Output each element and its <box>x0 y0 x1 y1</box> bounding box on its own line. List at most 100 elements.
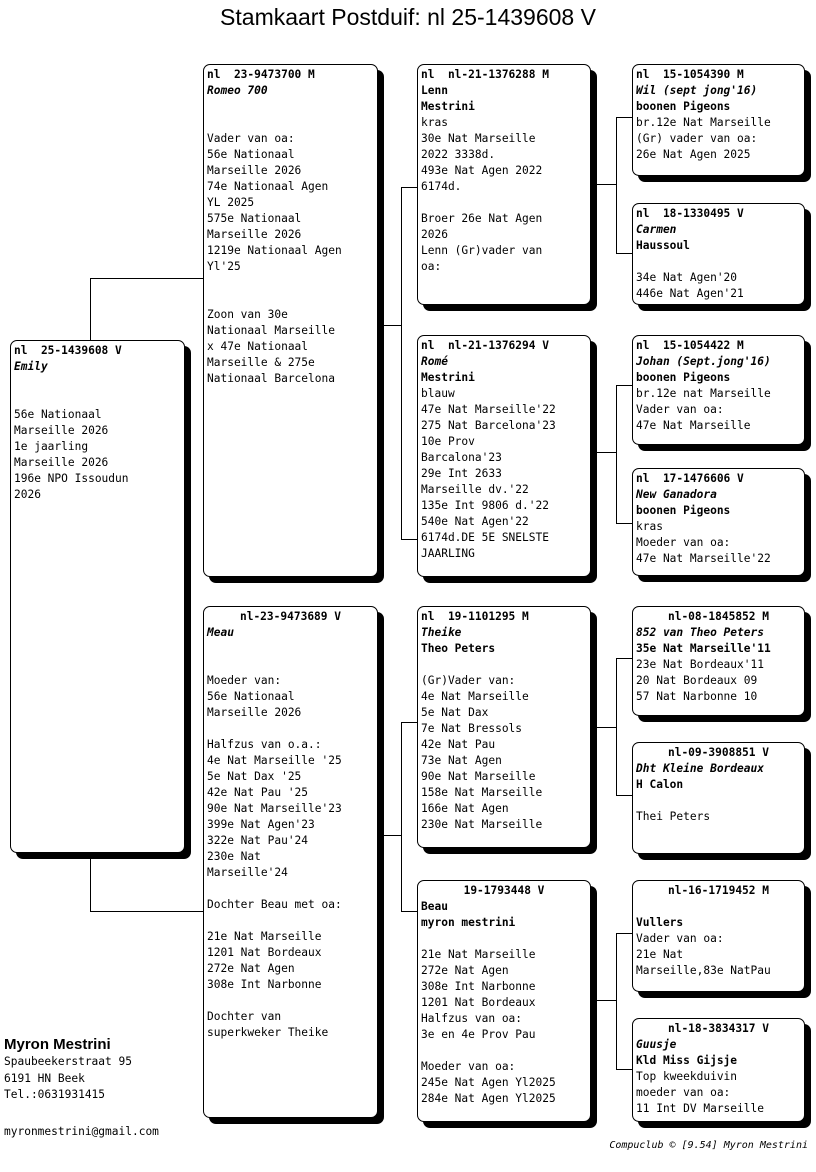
connector <box>616 117 617 253</box>
connector <box>90 278 203 279</box>
card-line: blauw <box>421 387 455 400</box>
connector <box>616 933 617 1069</box>
card-line <box>207 275 374 291</box>
card-line: Moeder van oa: <box>421 1060 516 1073</box>
card-line: Marseille & 275e <box>207 356 315 369</box>
ring-number: nl-08-1845852 M <box>667 610 770 623</box>
card-line: 540e Nat Agen'22 <box>421 515 529 528</box>
card-line <box>207 721 374 737</box>
card-line: 446e Nat Agen'21 <box>636 287 744 300</box>
breeder-email[interactable]: myronmestrini@gmail.com <box>4 1125 159 1138</box>
pigeon-name: Carmen <box>636 223 677 236</box>
card-line: Marseille'24 <box>207 866 288 879</box>
card-line: 26e Nat Agen 2025 <box>636 148 751 161</box>
card-line: 34e Nat Agen'20 <box>636 271 738 284</box>
connector <box>591 452 616 453</box>
card-line <box>207 115 374 131</box>
breeder-phone: Tel.:0631931415 <box>4 1088 106 1101</box>
card-line: 5e Nat Dax '25 <box>207 770 302 783</box>
card-line: 35e Nat Marseille'11 <box>636 642 771 655</box>
card-line: 272e Nat Agen <box>207 962 295 975</box>
ring-number: nl 17-1476606 V <box>636 472 744 485</box>
card-line: JAARLING <box>421 547 475 560</box>
connector <box>616 117 632 118</box>
card-line: br.12e Nat Marseille <box>636 116 771 129</box>
ring-number: nl-16-1719452 M <box>667 884 770 897</box>
pigeon-name: Meau <box>207 626 234 639</box>
card-line: 73e Nat Agen <box>421 754 502 767</box>
card-line: 29e Int 2633 <box>421 467 502 480</box>
pigeon-name: Lenn <box>421 84 448 97</box>
pigeon-name: 852 van Theo Peters <box>636 626 764 639</box>
card-line: Marseille 2026 <box>207 706 302 719</box>
ring-number: nl nl-21-1376294 V <box>421 339 549 352</box>
ring-number: nl-23-9473689 V <box>239 610 342 623</box>
card-line: Mestrini <box>421 371 475 384</box>
ring-number: nl 18-1330495 V <box>636 207 744 220</box>
card-line: 7e Nat Bressols <box>421 722 523 735</box>
card-line <box>207 913 374 929</box>
card-line: 30e Nat Marseille <box>421 132 536 145</box>
card-line: Nationaal Marseille <box>207 324 335 337</box>
card-line: 56e Nationaal <box>207 690 295 703</box>
page-title: Stamkaart Postduif: nl 25-1439608 V <box>220 4 596 30</box>
card-line: 47e Nat Marseille'22 <box>636 552 771 565</box>
connector <box>616 795 632 796</box>
card-line <box>207 993 374 1009</box>
connector <box>616 523 632 524</box>
card-line: 21e Nat Marseille <box>421 948 536 961</box>
card-line: 57 Nat Narbonne 10 <box>636 690 758 703</box>
connector <box>616 933 632 934</box>
card-line: 2026 <box>14 488 41 501</box>
card-line <box>421 931 587 947</box>
card-line <box>207 657 374 673</box>
card-line: Moeder van oa: <box>636 536 731 549</box>
card-line: Marseille 2026 <box>14 424 109 437</box>
card-line: 47e Nat Marseille'22 <box>421 403 556 416</box>
connector <box>616 385 617 523</box>
connector <box>401 722 417 723</box>
card-line: 21e Nat Marseille <box>207 930 322 943</box>
connector <box>616 658 617 795</box>
card-line <box>421 657 587 673</box>
card-line <box>14 375 181 391</box>
card-line: Barcalona'23 <box>421 451 502 464</box>
connector <box>401 722 402 912</box>
card-line: 4e Nat Marseille '25 <box>207 754 342 767</box>
card-line <box>421 195 587 211</box>
pigeon-card-mff[interactable]: nl-08-1845852 M 852 van Theo Peters 35e Na… <box>632 606 805 716</box>
card-line: Yl'25 <box>207 260 241 273</box>
card-line: 2026 <box>421 228 448 241</box>
card-line: Halfzus van o.a.: <box>207 738 322 751</box>
card-line: (Gr) vader van oa: <box>636 132 758 145</box>
connector <box>90 278 91 340</box>
pigeon-name: Romé <box>421 355 448 368</box>
connector <box>378 835 401 836</box>
card-line: 1219e Nationaal Agen <box>207 244 342 257</box>
card-line: x 47e Nationaal <box>207 340 309 353</box>
card-line: 56e Nationaal <box>14 408 102 421</box>
card-line: 47e Nat Marseille <box>636 419 751 432</box>
connector <box>616 658 632 659</box>
ring-number: nl 23-9473700 M <box>207 68 315 81</box>
pigeon-name: Theike <box>421 626 462 639</box>
connector <box>616 1069 632 1070</box>
card-line: Kld Miss Gijsje <box>636 1054 738 1067</box>
card-line <box>207 641 374 657</box>
pigeon-name: Beau <box>421 900 448 913</box>
card-line: kras <box>421 116 448 129</box>
